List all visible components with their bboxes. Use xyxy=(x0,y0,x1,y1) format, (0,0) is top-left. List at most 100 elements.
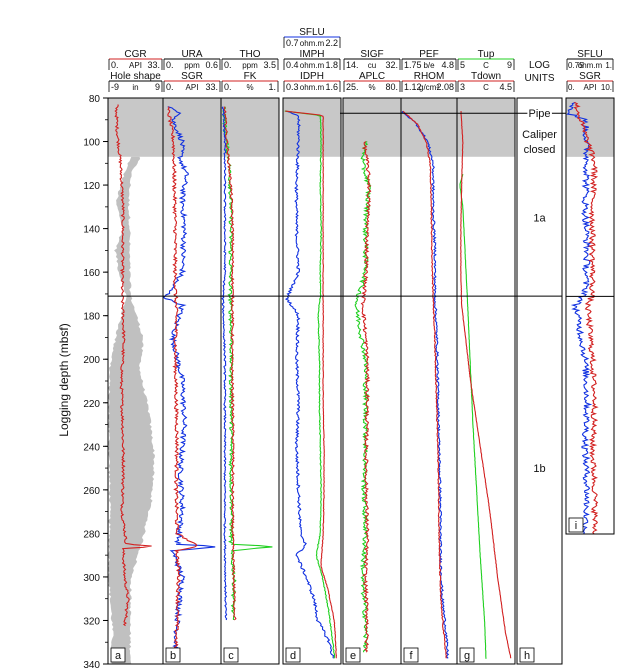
panel-label-h: h xyxy=(524,650,530,662)
header-min: 0. xyxy=(224,82,232,92)
header-unit: API xyxy=(186,83,199,92)
shade-e xyxy=(343,98,401,157)
series-sgr-curve xyxy=(167,106,198,660)
header-max: 33. xyxy=(205,82,218,92)
header-name: Tup xyxy=(478,49,495,60)
track-b xyxy=(163,106,216,660)
depth-tick-label: 100 xyxy=(83,138,100,149)
panel-label-a: a xyxy=(115,650,122,662)
header-min: 0.3 xyxy=(286,82,299,92)
shaded-interval xyxy=(108,98,515,157)
header-name: FK xyxy=(244,71,257,82)
header-max: 1. xyxy=(268,82,276,92)
shade-d xyxy=(283,98,341,157)
header-name: SGR xyxy=(579,71,601,82)
header-name: SGR xyxy=(181,71,203,82)
panel-label-box xyxy=(165,647,181,663)
header-name: Hole shape xyxy=(110,71,161,82)
frame-g xyxy=(456,97,516,665)
shade-b xyxy=(163,98,221,157)
header-max: 32. xyxy=(385,60,398,70)
panel-label-box xyxy=(459,647,475,663)
header-unit: % xyxy=(246,83,253,92)
series-tup-curve xyxy=(459,174,487,659)
depth-tick-label: 340 xyxy=(83,660,100,671)
series-hole-shape xyxy=(108,156,155,664)
header-unit: ohm.m xyxy=(578,61,603,70)
header-unit: C xyxy=(483,83,489,92)
series-ura-curve xyxy=(163,106,216,660)
header-name: PEF xyxy=(419,49,438,60)
header-max: 3.5 xyxy=(263,60,276,70)
track-a xyxy=(108,104,155,664)
depth-tick-label: 300 xyxy=(83,573,100,584)
series-fk-curve xyxy=(222,106,237,621)
header-min: -9 xyxy=(111,82,119,92)
depth-tick-label: 120 xyxy=(83,181,100,192)
header-unit: C xyxy=(483,61,489,70)
log-unit-pipe: Pipe xyxy=(528,108,550,120)
header-max: 4.5 xyxy=(499,82,512,92)
log-unit-caliper-closed: closed xyxy=(524,144,556,156)
track-e xyxy=(354,141,372,653)
header-name: RHOM xyxy=(414,71,445,82)
header-unit: API xyxy=(129,61,142,70)
frame-c xyxy=(220,97,280,665)
header-max: 1.8 xyxy=(325,60,338,70)
header-min: 25. xyxy=(346,82,359,92)
header-unit: ppm xyxy=(242,61,258,70)
header-max: 4.8 xyxy=(441,60,454,70)
log-tracks xyxy=(108,104,512,664)
header-min: 0. xyxy=(111,60,119,70)
series-rhom-curve xyxy=(402,110,447,659)
header-min: 3 xyxy=(460,82,465,92)
inset-series-sgr-curve xyxy=(573,101,599,534)
track-d xyxy=(284,110,337,659)
header-max: 0.6 xyxy=(205,60,218,70)
panel-label-d: d xyxy=(290,650,296,662)
depth-tick-label: 240 xyxy=(83,442,100,453)
frame-h xyxy=(516,97,563,665)
panel-label-c: c xyxy=(228,650,234,662)
shade-c xyxy=(221,98,279,157)
header-name: URA xyxy=(181,49,202,60)
panel-label-box xyxy=(223,647,239,663)
panel-label-b: b xyxy=(170,650,176,662)
header-max: 80. xyxy=(385,82,398,92)
depth-tick-label: 160 xyxy=(83,268,100,279)
header-unit: % xyxy=(368,83,375,92)
header-unit: ohm.m xyxy=(300,61,325,70)
header-name: IDPH xyxy=(300,71,324,82)
log-unit-1b: 1b xyxy=(533,463,545,475)
series-idph-curve xyxy=(285,110,337,659)
track-g xyxy=(459,111,512,659)
header-name: IMPH xyxy=(300,49,325,60)
header-max: 10. xyxy=(601,83,612,92)
header-name: CGR xyxy=(124,49,146,60)
header-name: SFLU xyxy=(299,27,325,38)
header-unit: g/cm³ xyxy=(419,83,439,92)
panel-label-e: e xyxy=(350,650,356,662)
header-unit: ppm xyxy=(184,61,200,70)
series-pef-curve xyxy=(401,110,450,659)
frame-e xyxy=(342,97,402,665)
panel-label-box xyxy=(568,517,584,533)
panel-label-box xyxy=(519,647,535,663)
series-tdown-curve xyxy=(460,111,512,659)
header-min: 0. xyxy=(568,83,575,92)
header-max: 1.6 xyxy=(325,82,338,92)
series-imph-curve xyxy=(284,110,336,659)
header-unit: in xyxy=(132,83,138,92)
panel-label-box xyxy=(285,647,301,663)
